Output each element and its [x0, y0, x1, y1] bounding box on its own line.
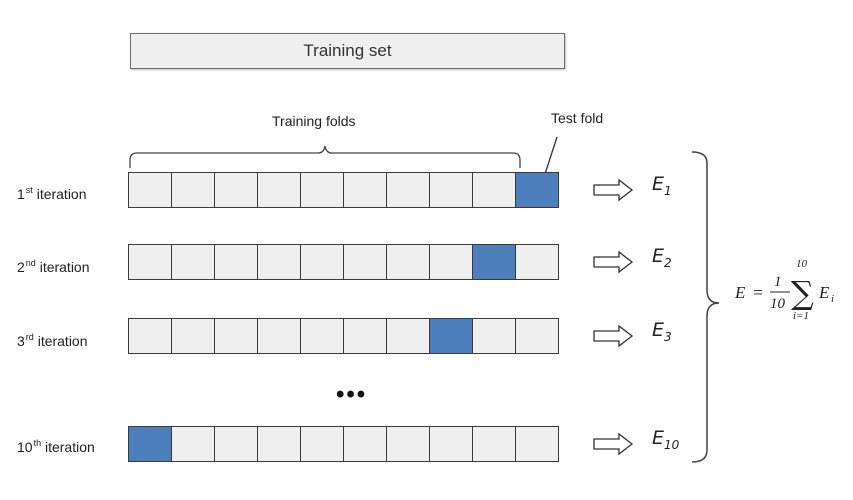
formula-lhs: E — [734, 283, 746, 302]
iteration-error: E2 — [652, 245, 672, 270]
fold-row — [128, 172, 559, 208]
training-fold-cell — [214, 318, 258, 354]
iteration-word: iteration — [33, 333, 88, 349]
test-fold-cell — [128, 426, 172, 462]
sum-upper: 10 — [796, 258, 808, 270]
result-arrow — [593, 250, 634, 274]
test-fold-label: Test fold — [551, 110, 604, 126]
training-fold-cell — [171, 318, 215, 354]
iteration-number: 10 — [17, 439, 33, 455]
error-subscript: 10 — [664, 437, 680, 452]
training-fold-cell — [300, 426, 344, 462]
training-fold-cell — [171, 426, 215, 462]
formula-term-sub: i — [831, 293, 834, 305]
training-fold-cell — [429, 172, 473, 208]
training-fold-cell — [343, 426, 387, 462]
result-arrow — [593, 324, 634, 348]
iteration-error: E1 — [652, 173, 672, 198]
iteration-word: iteration — [41, 439, 95, 455]
training-fold-cell — [257, 318, 301, 354]
error-symbol: E — [652, 245, 665, 267]
training-fold-cell — [128, 318, 172, 354]
formula-equals: = — [752, 283, 763, 302]
iteration-label: 1st iteration — [17, 185, 87, 202]
training-fold-cell — [386, 318, 430, 354]
iteration-number: 1 — [17, 186, 25, 202]
iteration-word: iteration — [35, 259, 90, 275]
training-fold-cell — [214, 244, 258, 280]
training-fold-cell — [214, 172, 258, 208]
error-symbol: E — [652, 427, 665, 449]
training-fold-cell — [472, 426, 516, 462]
iteration-error: E10 — [652, 427, 679, 452]
test-fold-pointer — [544, 136, 558, 175]
training-fold-cell — [429, 244, 473, 280]
training-fold-cell — [343, 318, 387, 354]
result-arrow — [593, 178, 634, 202]
training-fold-cell — [472, 318, 516, 354]
iteration-word: iteration — [32, 186, 87, 202]
training-set-bar: Training set — [130, 33, 565, 69]
training-fold-cell — [171, 172, 215, 208]
iteration-ordinal-suffix: nd — [25, 258, 36, 268]
training-fold-cell — [515, 318, 559, 354]
iteration-ordinal-suffix: st — [25, 185, 33, 195]
error-symbol: E — [652, 319, 665, 341]
training-fold-cell — [300, 172, 344, 208]
test-fold-cell — [429, 318, 473, 354]
training-fold-cell — [343, 172, 387, 208]
iteration-ordinal-suffix: th — [33, 438, 42, 448]
training-fold-cell — [214, 426, 258, 462]
error-subscript: 1 — [664, 183, 672, 198]
ellipsis: ••• — [336, 381, 368, 408]
formula-term: E — [818, 283, 830, 302]
training-fold-cell — [171, 244, 215, 280]
fold-row — [128, 244, 559, 280]
iteration-error: E3 — [652, 319, 672, 344]
error-subscript: 2 — [664, 255, 672, 270]
training-folds-brace — [129, 145, 521, 168]
formula-denominator: 10 — [770, 296, 786, 312]
training-fold-cell — [472, 172, 516, 208]
iteration-number: 3 — [17, 333, 25, 349]
sum-symbol: ∑ — [791, 274, 814, 312]
test-fold-cell — [515, 172, 559, 208]
iteration-label: 2nd iteration — [17, 258, 90, 275]
training-fold-cell — [257, 426, 301, 462]
training-fold-cell — [128, 244, 172, 280]
training-fold-cell — [128, 172, 172, 208]
training-fold-cell — [257, 172, 301, 208]
fold-row — [128, 426, 559, 462]
training-fold-cell — [300, 318, 344, 354]
error-symbol: E — [652, 173, 665, 195]
sum-brace — [691, 151, 720, 463]
training-fold-cell — [300, 244, 344, 280]
training-fold-cell — [515, 244, 559, 280]
error-subscript: 3 — [664, 329, 672, 344]
fold-row — [128, 318, 559, 354]
iteration-number: 2 — [17, 259, 25, 275]
training-fold-cell — [386, 172, 430, 208]
result-arrow — [593, 432, 634, 456]
formula-numerator: 1 — [774, 274, 782, 290]
training-fold-cell — [386, 244, 430, 280]
sum-lower: i=1 — [793, 310, 809, 322]
test-fold-cell — [472, 244, 516, 280]
training-fold-cell — [429, 426, 473, 462]
training-fold-cell — [257, 244, 301, 280]
iteration-label: 10th iteration — [17, 438, 95, 455]
training-fold-cell — [386, 426, 430, 462]
training-set-label: Training set — [303, 41, 392, 60]
training-fold-cell — [343, 244, 387, 280]
training-fold-cell — [515, 426, 559, 462]
iteration-label: 3rd iteration — [17, 332, 88, 349]
training-folds-label: Training folds — [272, 113, 356, 129]
iteration-ordinal-suffix: rd — [25, 332, 34, 342]
